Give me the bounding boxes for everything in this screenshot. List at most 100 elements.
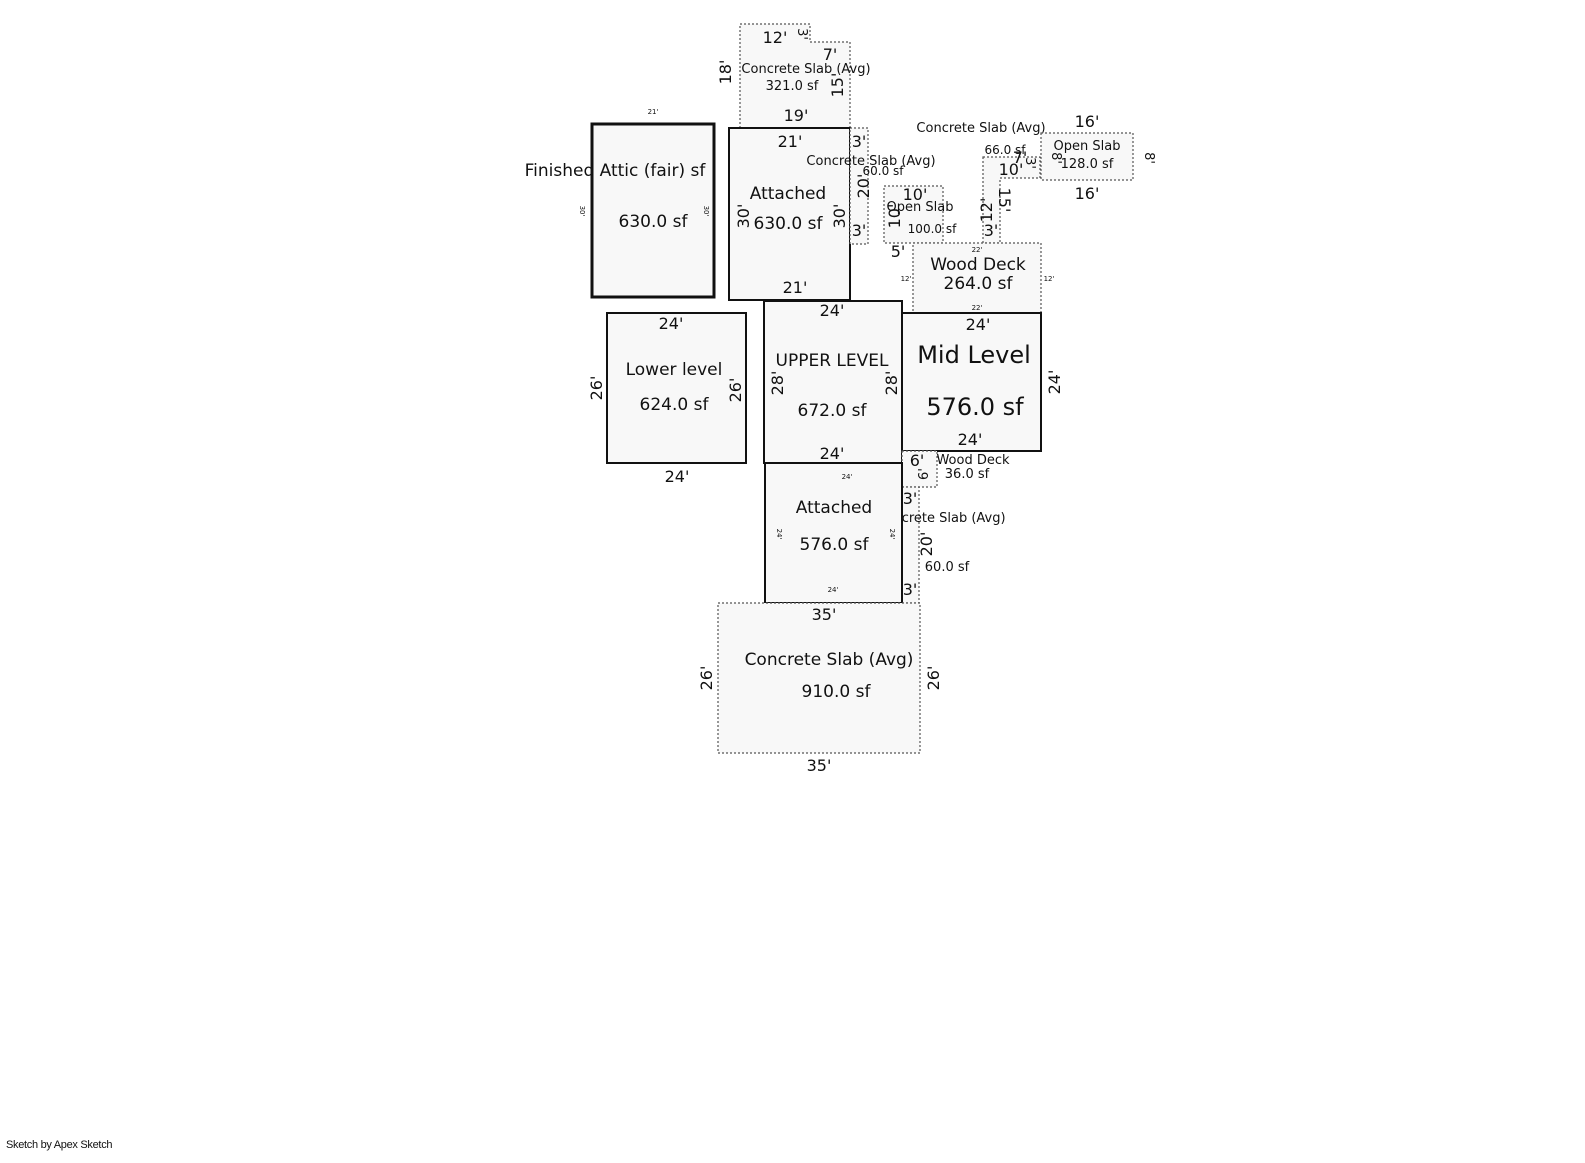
area-name: Open Slab [887, 200, 954, 215]
area-size: 128.0 sf [1061, 157, 1114, 172]
dim-label: 3' [852, 221, 867, 240]
dim-label: 21' [648, 108, 659, 116]
area-size: 910.0 sf [802, 682, 872, 702]
dim-label: 22' [972, 304, 983, 312]
dim-label: 7' [1013, 148, 1028, 167]
dim-label: 24' [659, 314, 684, 333]
dim-label: 26' [697, 666, 716, 691]
area-size: 60.0 sf [925, 560, 970, 575]
dim-label: 26' [726, 378, 745, 403]
dim-label: 3' [984, 221, 999, 240]
dim-label: 19' [784, 106, 809, 125]
dim-label: 15' [828, 73, 847, 98]
dim-label: 3' [794, 28, 809, 40]
dim-label: 8' [1141, 152, 1156, 164]
dim-label: 35' [812, 605, 837, 624]
dim-label: 30' [830, 204, 849, 229]
area-size: 321.0 sf [766, 79, 819, 94]
dim-label: 16' [1075, 184, 1100, 203]
area-name: Attached [750, 184, 826, 204]
dim-label: 3' [903, 580, 918, 599]
area-name: Concrete Slab (Avg) [741, 62, 870, 77]
dim-label: 21' [778, 132, 803, 151]
dim-label: 24' [1045, 370, 1064, 395]
dim-label: 6' [917, 468, 932, 480]
area-wood-deck-small: 6' 6' Wood Deck 36.0 sf [901, 450, 1010, 488]
dim-label: 24' [820, 444, 845, 463]
dim-label: 20' [854, 174, 873, 199]
area-attached-top: 21' Attached 630.0 sf 30' 30' 21' [728, 127, 851, 301]
dim-label: 3' [1022, 157, 1037, 169]
area-size: 672.0 sf [798, 401, 868, 421]
dim-label: 24' [665, 467, 690, 486]
dim-label: 5' [891, 242, 906, 261]
area-mid-level: 24' Mid Level 576.0 sf 24' 24' [901, 312, 1064, 452]
area-name: Attached [796, 498, 872, 518]
dim-label: 26' [587, 376, 606, 401]
area-name: Open Slab [1054, 139, 1121, 154]
footer-credit: Sketch by Apex Sketch [6, 1139, 113, 1151]
area-slab-66: Concrete Slab (Avg) 66.0 sf 7' 10' 3' 12… [916, 121, 1046, 244]
area-name: Concrete Slab (Avg) [916, 121, 1045, 136]
area-size: 36.0 sf [945, 467, 990, 482]
area-name: Finished Attic (fair) sf [525, 161, 707, 181]
area-size: 576.0 sf [926, 393, 1024, 421]
area-name: Concrete Slab (Avg) [876, 511, 1005, 526]
area-lower-level: 24' Lower level 624.0 sf 26' 26' 24' [587, 312, 747, 486]
area-size: 66.0 sf [984, 143, 1026, 157]
dim-label: 3' [852, 132, 867, 151]
dim-label: 16' [1075, 112, 1100, 131]
dim-label: 30' [578, 206, 586, 217]
dim-label: 8' [1048, 152, 1063, 164]
area-size: 630.0 sf [754, 214, 824, 234]
area-wood-deck: 22' 12' 12' Wood Deck 264.0 sf 22' [901, 242, 1055, 314]
dim-label: 12' [901, 275, 912, 283]
area-name: Lower level [626, 360, 723, 380]
dim-label: 6' [910, 451, 925, 470]
dim-label: 3' [903, 489, 918, 508]
area-slab-side: 3' Concrete Slab (Avg) 60.0 sf 20' 3' [806, 127, 936, 245]
dim-label: 24' [828, 586, 839, 594]
dim-label: 21' [783, 278, 808, 297]
dim-label: 7' [823, 45, 838, 64]
dim-label: 30' [734, 204, 753, 229]
dim-label: 22' [972, 246, 983, 254]
dim-label: 24' [842, 473, 853, 481]
area-size: 576.0 sf [800, 535, 870, 555]
dim-label: 24' [966, 315, 991, 334]
dim-label: 10' [999, 160, 1024, 179]
area-name: Mid Level [917, 341, 1031, 369]
dim-label: 12' [1044, 275, 1055, 283]
dim-label: 28' [768, 371, 787, 396]
dim-label: 15' [995, 188, 1014, 213]
dim-label: 35' [807, 756, 832, 775]
dim-label: 24' [775, 529, 783, 540]
area-slab-top: 12' 3' 7' 18' 15' Concrete Slab (Avg) 32… [716, 23, 871, 129]
area-size: 264.0 sf [944, 274, 1014, 294]
area-name: Wood Deck [930, 255, 1026, 275]
area-attached-bottom: 24' Attached 576.0 sf 24' 24' 24' [764, 462, 903, 604]
area-open-slab-right: 16' Open Slab 128.0 sf 8' 8' 16' [1040, 112, 1156, 203]
dim-label: 24' [888, 529, 896, 540]
area-finished-attic: 21' 30' 30' Finished Attic (fair) sf 630… [525, 108, 716, 299]
dim-label: 10' [885, 204, 904, 229]
area-upper-level: 24' UPPER LEVEL 672.0 sf 28' 28' 24' [763, 300, 903, 464]
dim-label: 12' [977, 198, 996, 223]
area-size: 100.0 sf [908, 222, 957, 236]
area-size: 630.0 sf [619, 212, 689, 232]
dim-label: 20' [917, 532, 936, 557]
dim-label: 28' [882, 371, 901, 396]
dim-label: 12' [763, 28, 788, 47]
dim-label: 26' [924, 666, 943, 691]
dim-label: 30' [702, 206, 710, 217]
area-name: UPPER LEVEL [776, 351, 889, 371]
area-slab-bottom: 35' Concrete Slab (Avg) 910.0 sf 26' 26'… [697, 602, 943, 775]
area-name: Concrete Slab (Avg) [745, 650, 914, 670]
area-size: 60.0 sf [862, 164, 904, 178]
area-name: Wood Deck [936, 453, 1010, 468]
dim-label: 24' [820, 301, 845, 320]
dim-label: 18' [716, 60, 735, 85]
area-name: Concrete Slab (Avg) [806, 154, 935, 169]
area-open-slab-small: 10' Open Slab 10' 100.0 sf 5' [883, 185, 957, 261]
